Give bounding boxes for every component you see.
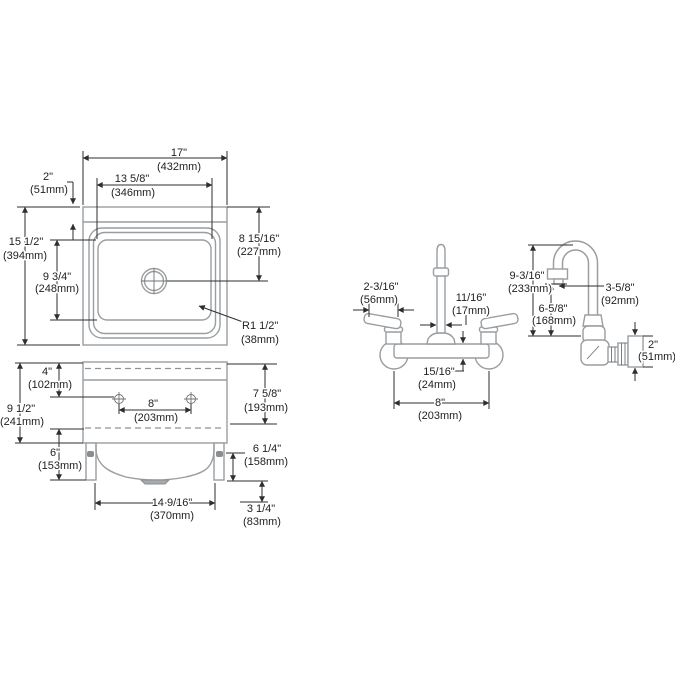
dim-hole-spacing-mm-label: (203mm) [134,412,178,424]
dim-bowl-depth-in-label: 9 3/4" [43,271,71,283]
right-lever-handle [480,312,519,330]
dim-hole-offset-mm-label: (102mm) [28,379,72,391]
dim-outlet-in-label: 6-5/8" [539,303,568,315]
faucet-side-view: 9-3/16" (233mm) 6-5/8" (168mm) 3-5/8" (9… [506,240,675,381]
drain-boss [139,479,171,485]
drain-symbol [140,267,168,295]
dim-centers-mm-label: (203mm) [418,410,462,422]
riser-collar [432,267,450,277]
rim-outer [88,227,221,339]
dim-bowl-width-mm-label: (346mm) [111,187,155,199]
dim-handle-mm-label: (56mm) [360,294,398,306]
dim-drain-center-in-label: 8 15/16" [239,233,280,245]
spout-base [426,332,456,345]
dim-spout-dia-mm-label: (17mm) [452,305,490,317]
right-valve-bonnet [478,326,499,345]
dim-bowl-width-in-label: 13 5/8" [115,173,150,185]
leader-2in-top [67,181,73,204]
dim-bowl-drop-in-label: 6" [50,447,60,459]
dim-hole-offset-in-label: 4" [42,366,52,378]
dim-height-in-label: 9 1/2" [7,403,35,415]
ext-lines-8-15-16 [167,206,270,282]
dim-spout-dia-in-label: 11/16" [456,292,487,304]
left-mounting-clip [87,451,94,457]
elbow-hatch-line [586,345,600,360]
dim-top-width-in-label: 17" [171,147,187,159]
dim-backsplash-mm-label: (51mm) [30,184,68,196]
dim-drain-center-mm-label: (227mm) [237,246,281,258]
ext-lines-wall-plate [643,335,653,368]
aerator-tip [553,278,564,285]
dim-centers-in-label: 8" [435,397,445,409]
dim-reach-mm-label: (92mm) [601,295,639,307]
faucet-hole-right [184,392,198,406]
dim-reach-in-label: 3-5/8" [606,282,635,294]
dim-corner-radius-mm-label: (38mm) [241,334,279,346]
ext-lines-13-5-8 [96,178,213,239]
ext-lines-7-5-8 [227,363,277,425]
dim-bowl-drop-mm-label: (153mm) [38,460,82,472]
left-lever-handle [363,312,402,330]
dim-spout-height-in-label: 9-3/16" [509,270,544,282]
rim-inner [92,231,217,335]
left-valve-bonnet [383,326,404,345]
dim-apron-mm-label: (193mm) [244,402,288,414]
dim-hole-spacing-in-label: 8" [148,398,158,410]
faucet-body [393,343,490,359]
dim-side-depth-in-label: 6 1/4" [253,443,281,455]
flange-nut [617,342,629,366]
dim-bowl-depth-mm-label: (248mm) [35,283,79,295]
dim-body-dia-in-label: 15/16" [423,366,455,378]
wall-elbow [580,339,610,366]
sink-top-view: 17" (432mm) 13 5/8" (346mm) 2" (51mm) 15… [1,146,282,348]
dim-spout-height-mm-label: (233mm) [508,283,552,295]
dim-depth-in-label: 15 1/2" [9,236,44,248]
sink-front-view: 4" (102mm) 8" (203mm) 9 1/2" (241mm) 7 5… [0,361,290,530]
dim-body-dia-mm-label: (24mm) [418,379,456,391]
dim-depth-mm-label: (394mm) [3,250,47,262]
bowl-edge [97,239,212,321]
right-side-channel [213,442,225,481]
gooseneck-spout-fill [554,241,597,333]
dim-handle-in-label: 2-3/16" [363,281,398,293]
sink-body-outline [82,361,228,444]
faucet-front-view: 2-3/16" (56mm) 11/16" (17mm) 15/16" (24m… [353,243,519,424]
dim-bowl-width-in-label: 14 9/16" [152,497,193,509]
ext-lines-9-1-2 [15,362,83,444]
right-mounting-clip [216,451,223,457]
dim-plate-mm-label: (51mm) [638,351,675,363]
left-side-channel [85,442,97,481]
dim-corner-radius-in-label: R1 1/2" [242,320,278,332]
dim-apron-in-label: 7 5/8" [253,388,281,400]
dim-top-width-mm-label: (432mm) [157,161,201,173]
dim-plate-in-label: 2" [648,339,658,351]
aerator [546,268,569,280]
dim-side-depth-mm-label: (158mm) [244,456,288,468]
dim-height-mm-label: (241mm) [0,416,44,428]
faucet-hole-left [112,392,126,406]
dim-bowl-width-mm-label: (370mm) [150,510,194,522]
sink-deck-outline [82,206,228,346]
dim-outlet-mm-label: (168mm) [532,315,576,327]
coupling-nut [582,314,604,327]
dim-drain-drop-in-label: 3 1/4" [247,503,275,515]
dim-backsplash-in-label: 2" [43,171,53,183]
dim-drain-drop-mm-label: (83mm) [243,516,281,528]
leader-corner-radius [198,305,244,323]
wall-plate [627,335,644,368]
riser-spout [436,243,446,334]
